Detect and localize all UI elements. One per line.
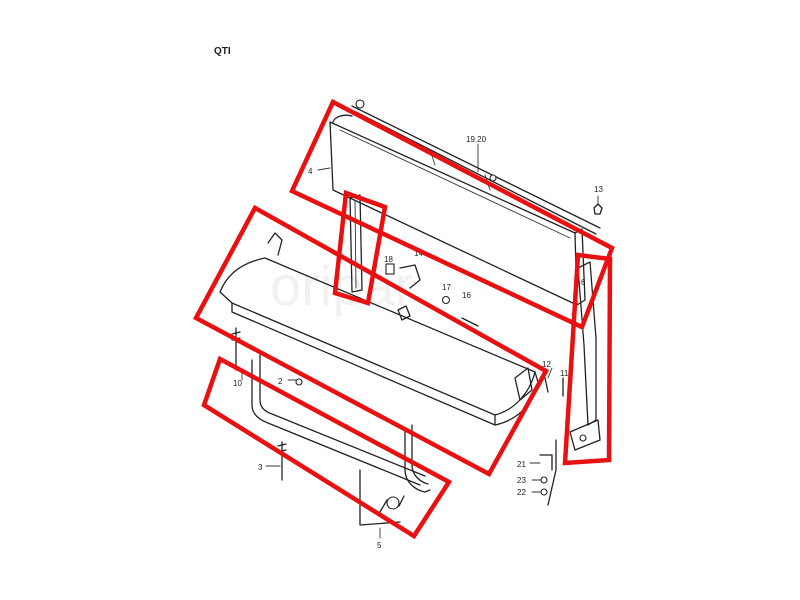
seat-cushion — [219, 232, 539, 426]
label-22: 22 — [517, 488, 526, 497]
label-21: 21 — [517, 460, 526, 469]
label-11: 11 — [560, 369, 569, 378]
label-10: 10 — [233, 379, 242, 388]
label-13: 13 — [594, 185, 603, 194]
highlights — [192, 98, 615, 540]
part-3-bolt — [277, 441, 287, 481]
highlight-seat-cushion — [192, 204, 550, 478]
part-labels: 19.20 4 13 6 18 14 17 16 12 11 10 2 3 5 … — [233, 135, 603, 550]
part-13-nut — [593, 203, 603, 215]
corner-mark: QTI — [214, 46, 231, 57]
highlight-backrest — [289, 98, 615, 331]
highlight-seat-frame — [201, 355, 453, 540]
hinge-hardware — [385, 263, 479, 327]
leader-lines — [241, 143, 599, 539]
label-2: 2 — [278, 377, 283, 386]
label-12: 12 — [542, 360, 551, 369]
label-14: 14 — [414, 249, 423, 258]
label-16: 16 — [462, 291, 471, 300]
label-17: 17 — [442, 283, 451, 292]
highlight-side-bracket — [562, 252, 613, 466]
part-2-clip — [295, 378, 303, 386]
side-bracket — [569, 261, 601, 451]
highlight-center-bracket — [332, 189, 388, 306]
label-5: 5 — [377, 541, 382, 550]
label-19-20: 19.20 — [466, 135, 487, 144]
lower-hardware — [539, 377, 564, 506]
label-23: 23 — [517, 476, 526, 485]
label-18: 18 — [384, 255, 393, 264]
label-4: 4 — [308, 167, 313, 176]
label-3: 3 — [258, 463, 263, 472]
seat-frame — [251, 354, 431, 526]
label-6: 6 — [581, 278, 586, 287]
